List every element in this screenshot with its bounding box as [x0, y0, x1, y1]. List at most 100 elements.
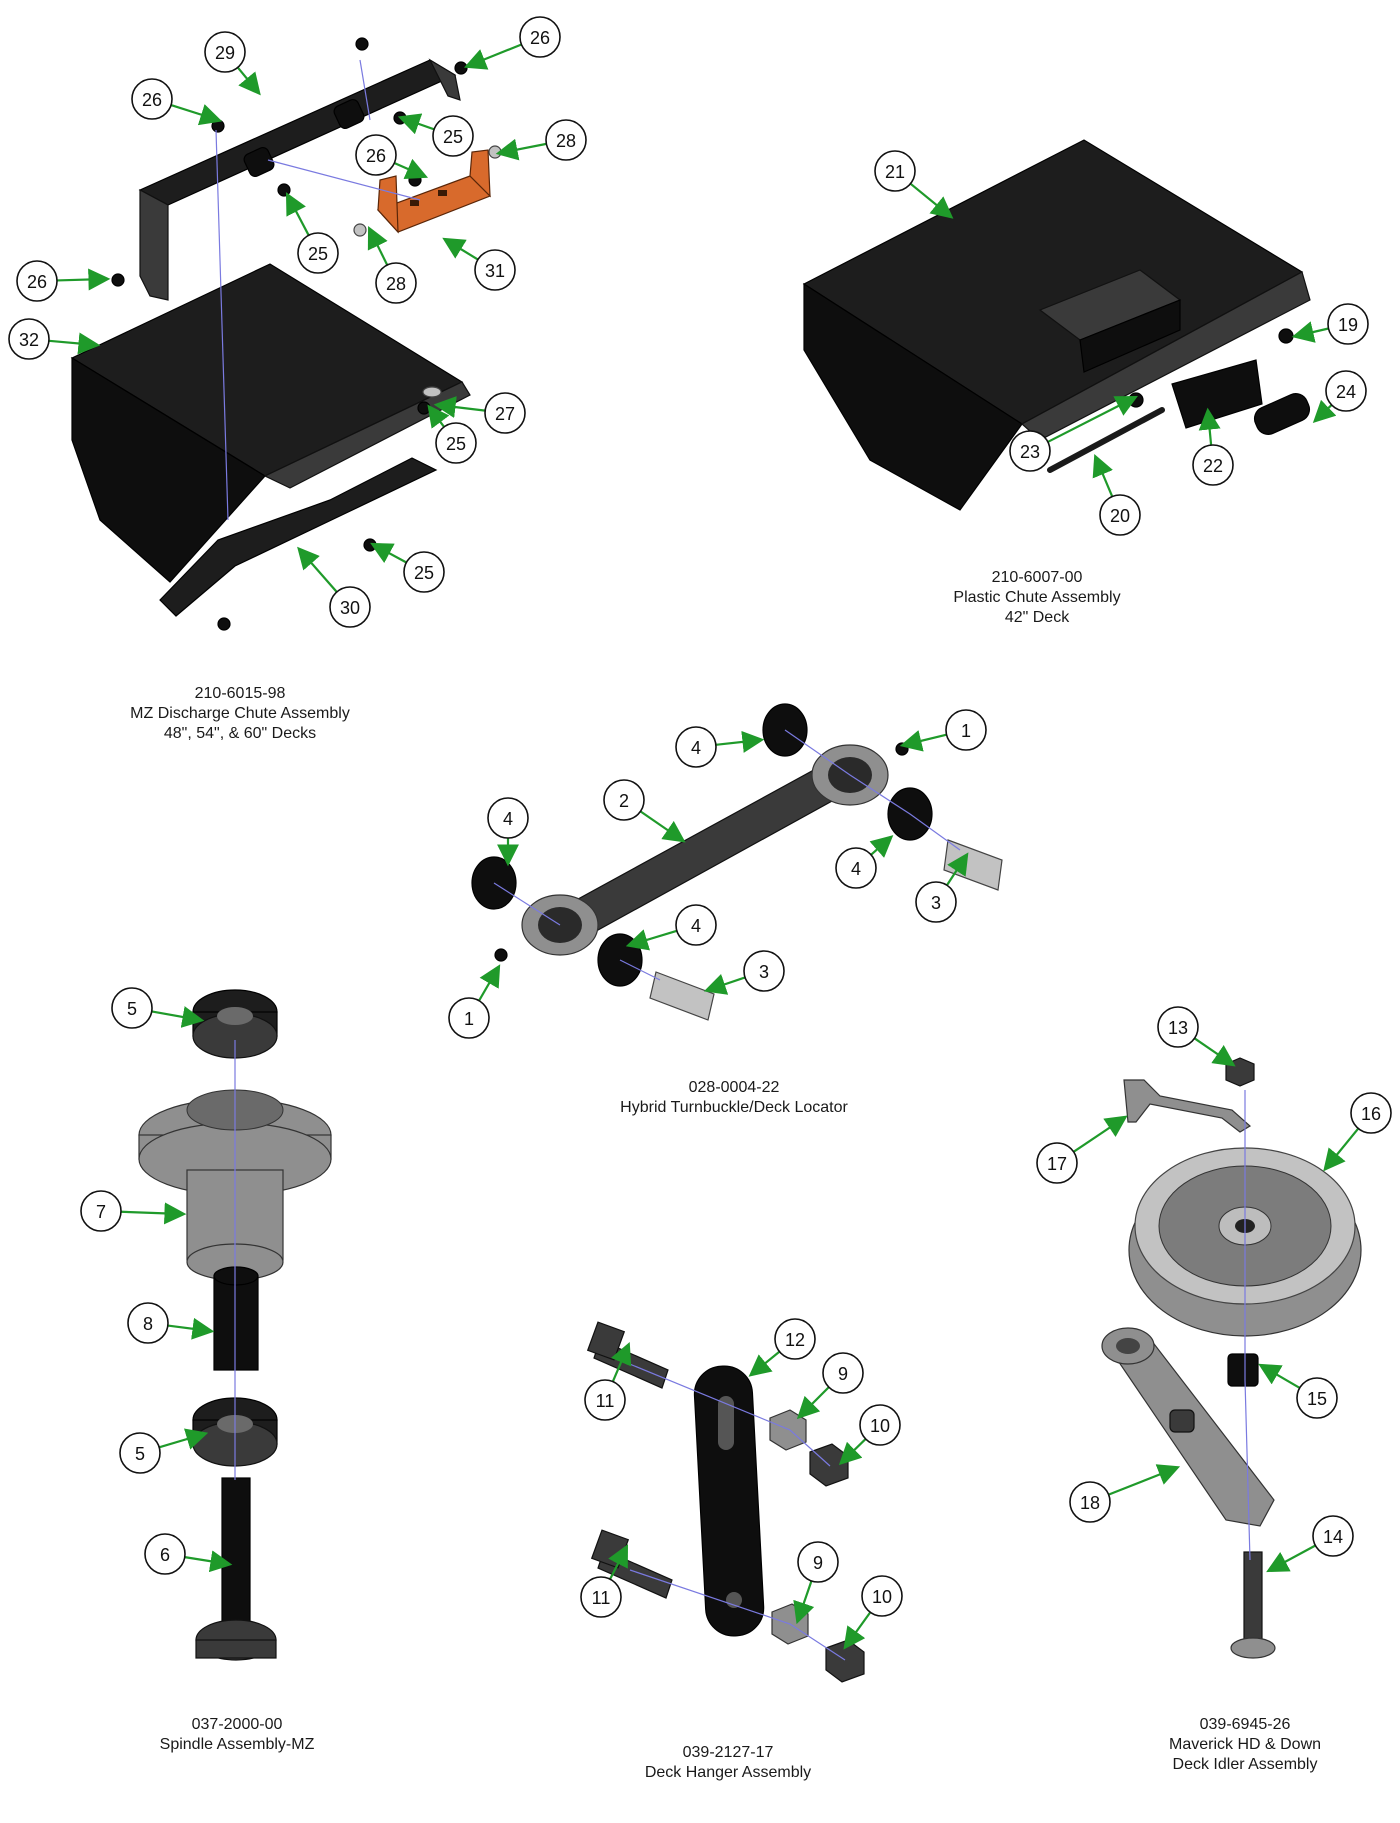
callout-number: 1: [464, 1009, 474, 1029]
leader-arrow: [1266, 1544, 1316, 1573]
callout-circle: [131, 78, 173, 120]
callout-circle: [822, 1352, 864, 1394]
callout-number: 12: [785, 1330, 805, 1350]
callout-9: 9: [793, 1541, 839, 1625]
callout-18: 18: [1069, 1464, 1181, 1523]
callout-3: 3: [915, 852, 969, 923]
callout-circle: [204, 31, 246, 73]
callout-number: 10: [870, 1416, 890, 1436]
callout-4: 4: [487, 797, 529, 867]
callout-circle: [484, 392, 526, 434]
leader-arrow: [397, 113, 435, 135]
leader-arrow: [56, 268, 111, 291]
callout-number: 26: [27, 272, 47, 292]
callout-29: 29: [204, 31, 261, 96]
callout-circle: [945, 709, 987, 751]
callout-number: 32: [19, 330, 39, 350]
caption-note: 48", 54", & 60" Decks: [163, 725, 317, 742]
callout-25: 25: [427, 404, 477, 464]
leader-arrow: [158, 1428, 209, 1450]
leader-arrow: [285, 192, 310, 236]
callout-number: 10: [872, 1587, 892, 1607]
callout-number: 22: [1203, 456, 1223, 476]
callout-circle: [580, 1576, 622, 1618]
caption-part-number: 210-6015-98: [194, 685, 286, 702]
leader-arrow: [393, 158, 429, 180]
callout-6: 6: [144, 1533, 233, 1575]
callout-7: 7: [80, 1190, 187, 1232]
caption-note: Deck Idler Assembly: [1172, 1756, 1318, 1773]
caption-name: Deck Hanger Assembly: [644, 1764, 812, 1781]
callout-19: 19: [1291, 303, 1369, 345]
callout-number: 29: [215, 43, 235, 63]
leader-arrow: [869, 835, 894, 858]
leader-arrow: [793, 1580, 815, 1625]
caption-part-number: 028-0004-22: [688, 1079, 780, 1096]
callout-circle: [519, 16, 561, 58]
callout-9: 9: [796, 1352, 864, 1420]
callout-12: 12: [748, 1318, 816, 1377]
callout-circle: [80, 1190, 122, 1232]
callout-4: 4: [835, 835, 894, 889]
callout-circle: [861, 1575, 903, 1617]
callout-number: 4: [691, 738, 701, 758]
callout-28: 28: [367, 226, 417, 304]
callout-number: 5: [127, 999, 137, 1019]
leader-arrow: [1092, 453, 1114, 497]
callout-26: 26: [463, 16, 561, 70]
leader-arrow: [608, 1544, 628, 1580]
callout-circle: [797, 1541, 839, 1583]
callout-circle: [8, 318, 50, 360]
callout-number: 4: [851, 859, 861, 879]
callout-circle: [1192, 444, 1234, 486]
leader-arrow: [1072, 1115, 1128, 1153]
caption-note: 42" Deck: [1004, 609, 1070, 626]
callout-number: 21: [885, 162, 905, 182]
caption-name: Spindle Assembly-MZ: [159, 1736, 315, 1753]
callout-number: 25: [414, 563, 434, 583]
callout-number: 24: [1336, 382, 1356, 402]
leader-arrow: [715, 730, 765, 753]
callout-circle: [474, 249, 516, 291]
caption-part-number: 210-6007-00: [991, 569, 1083, 586]
leader-arrow: [625, 929, 678, 951]
leader-arrow: [370, 542, 407, 564]
leader-arrow: [297, 546, 338, 593]
callout-11: 11: [584, 1341, 632, 1421]
callout-number: 15: [1307, 1389, 1327, 1409]
callout-number: 11: [596, 1391, 615, 1411]
callout-circle: [859, 1404, 901, 1446]
caption-name: Maverick HD & Down: [1168, 1736, 1322, 1753]
leader-arrow: [796, 1386, 830, 1420]
leader-arrow: [1193, 1037, 1236, 1067]
callout-circle: [127, 1302, 169, 1344]
callout-number: 9: [838, 1364, 848, 1384]
callout-number: 18: [1080, 1493, 1100, 1513]
callout-circle: [432, 115, 474, 157]
callout-22: 22: [1192, 407, 1234, 486]
callout-31: 31: [442, 237, 516, 291]
callout-number: 4: [691, 916, 701, 936]
callout-circle: [329, 586, 371, 628]
callout-number: 26: [366, 146, 386, 166]
leader-arrow: [48, 332, 101, 355]
leader-arrow: [184, 1550, 233, 1573]
callout-11: 11: [580, 1544, 628, 1618]
caption-part-number: 039-6945-26: [1199, 1716, 1291, 1733]
callout-circle: [675, 904, 717, 946]
callout-number: 3: [931, 893, 941, 913]
callout-circle: [375, 262, 417, 304]
callout-circle: [1312, 1515, 1354, 1557]
leader-arrow: [639, 810, 686, 843]
leader-arrow: [1312, 399, 1337, 424]
leader-arrow: [843, 1611, 872, 1650]
leader-arrow: [167, 1317, 215, 1340]
leader-arrow: [478, 964, 501, 1002]
callout-25: 25: [397, 113, 474, 157]
callout-circle: [675, 726, 717, 768]
caption-name: Hybrid Turnbuckle/Deck Locator: [620, 1099, 848, 1116]
caption-name: Plastic Chute Assembly: [953, 589, 1121, 606]
leader-arrow: [1047, 396, 1138, 443]
caption-part-number: 039-2127-17: [682, 1744, 774, 1761]
